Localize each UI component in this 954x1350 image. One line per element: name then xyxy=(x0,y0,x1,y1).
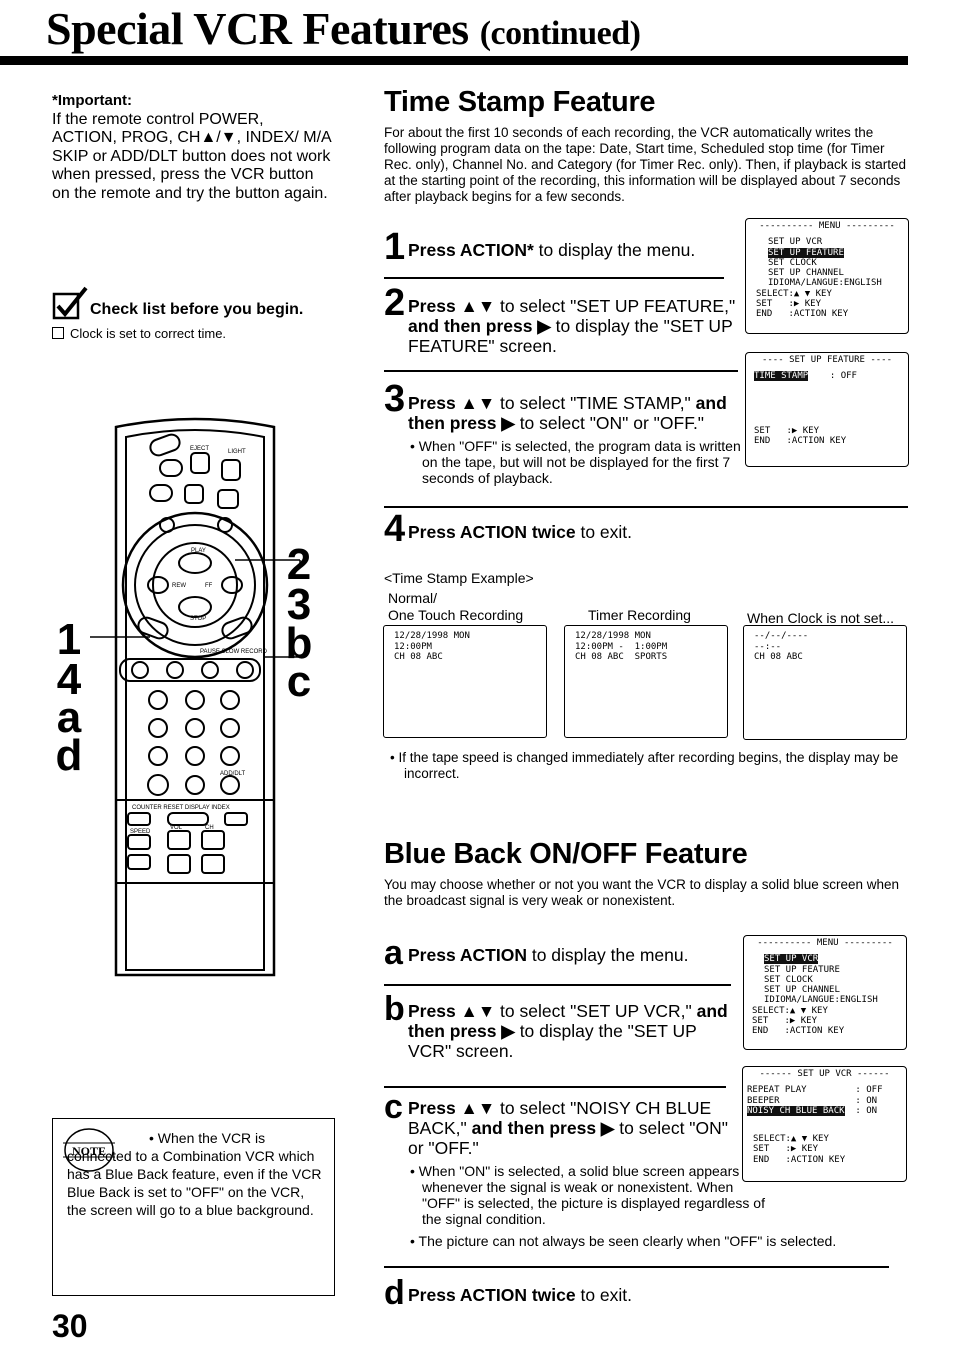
page-title-main: Special VCR Features xyxy=(46,3,469,54)
svg-text:STOP: STOP xyxy=(190,616,206,622)
time-stamp-intro: For about the first 10 seconds of each r… xyxy=(384,125,906,204)
svg-text:SPEED: SPEED xyxy=(130,829,151,835)
ts-example-label-one-touch: One Touch Recording xyxy=(388,607,524,623)
ts-menu-selected-item: SET UP FEATURE xyxy=(768,247,844,258)
ts-example-label-normal: Normal/ xyxy=(388,590,438,606)
page-title: Special VCR Features (continued) xyxy=(46,3,641,59)
callout-step-3: 3 xyxy=(286,580,312,629)
bb-step-b-text: Press ▲▼ to select "SET UP VCR," and the… xyxy=(408,1001,728,1061)
bb-step-c-bullet: • When "ON" is selected, a solid blue sc… xyxy=(410,1163,765,1227)
checkbox-icon xyxy=(52,327,64,339)
svg-text:CH: CH xyxy=(205,825,214,831)
bb-step-divider xyxy=(384,1266,889,1268)
checkmark-icon xyxy=(52,286,88,320)
blue-back-heading: Blue Back ON/OFF Feature xyxy=(384,838,748,870)
important-text: If the remote control POWER, ACTION, PRO… xyxy=(52,110,331,202)
callout-step-a: a xyxy=(56,693,82,742)
bb-menu-screen: ---------- MENU ---------SET UP VCR SET … xyxy=(743,935,907,1050)
note-text-content: When the VCR is connected to a Combinati… xyxy=(67,1130,322,1218)
ts-feature-screen: ---- SET UP FEATURE ----TIME STAMP : OFF… xyxy=(745,352,909,467)
svg-text:FF: FF xyxy=(205,583,213,589)
callout-step-d: d xyxy=(55,731,83,780)
svg-text:ADD/DLT: ADD/DLT xyxy=(220,771,246,777)
bb-step-c-number: c xyxy=(384,1088,403,1126)
page-number: 30 xyxy=(52,1308,88,1344)
ts-example-title: <Time Stamp Example> xyxy=(384,570,534,586)
ts-step-1-text: Press ACTION* to display the menu. xyxy=(408,240,696,260)
ts-step-1-number: 1 xyxy=(384,226,406,268)
svg-text:VOL: VOL xyxy=(170,825,183,831)
ts-step-3-text: Press ▲▼ to select "TIME STAMP," and the… xyxy=(408,393,727,433)
header-rule xyxy=(0,56,908,65)
checklist-item: Clock is set to correct time. xyxy=(70,326,227,341)
note-icon xyxy=(63,1128,115,1172)
svg-text:COUNTER RESET DISPLAY INDEX: COUNTER RESET DISPLAY INDEX xyxy=(132,805,230,811)
ts-example-screen-normal: 12/28/1998 MON 12:00PM CH 08 ABC xyxy=(383,625,547,738)
time-stamp-heading: Time Stamp Feature xyxy=(384,86,656,118)
callout-step-2: 2 xyxy=(286,540,312,589)
ts-example-label-no-clock: When Clock is not set... xyxy=(747,610,895,626)
svg-text:PLAY: PLAY xyxy=(191,548,206,554)
bb-menu-selected-item: SET UP VCR xyxy=(764,954,819,965)
bb-step-a-text: Press ACTION to display the menu. xyxy=(408,945,689,965)
ts-step-divider xyxy=(384,277,724,279)
svg-text:EJECT: EJECT xyxy=(190,446,209,452)
ts-step-4-text: Press ACTION twice to exit. xyxy=(408,522,633,542)
svg-text:REW: REW xyxy=(172,583,186,589)
ts-menu-screen: ---------- MENU ---------SET UP VCR SET … xyxy=(745,218,909,334)
callout-step-c: c xyxy=(286,657,312,706)
bb-step-c-text: Press ▲▼ to select "NOISY CH BLUE BACK,"… xyxy=(408,1098,728,1158)
note-badge: NOTE xyxy=(61,1127,117,1173)
callout-step-b: b xyxy=(285,619,313,668)
ts-tape-speed-bullet: • If the tape speed is changed immediate… xyxy=(390,750,899,781)
ts-example-screen-timer: 12/28/1998 MON 12:00PM - 1:00PM CH 08 AB… xyxy=(564,625,728,738)
ts-step-2-number: 2 xyxy=(384,282,406,324)
note-text: • When the VCR is connected to a Combina… xyxy=(67,1130,322,1218)
callout-step-1: 1 xyxy=(56,615,82,664)
important-label: *Important: xyxy=(52,92,132,109)
ts-example-screen-no-clock: --/--/---- --:-- CH 08 ABC xyxy=(743,625,907,740)
svg-text:PAUSE SLOW RECORD: PAUSE SLOW RECORD xyxy=(200,649,268,655)
ts-step-divider xyxy=(384,506,908,508)
checklist-title: Check list before you begin. xyxy=(90,301,304,318)
callout-step-4: 4 xyxy=(56,655,82,704)
ts-step-4-number: 4 xyxy=(384,508,406,550)
bb-vcr-screen: ------ SET UP VCR ------REPEAT PLAY : OF… xyxy=(742,1066,907,1182)
svg-text:LIGHT: LIGHT xyxy=(228,449,246,455)
remote-control-illustration: EJECT LIGHT PLAY REW FF STOP PAUSE SLOW RECO… xyxy=(90,417,301,977)
important-note: *Important: If the remote control POWER,… xyxy=(52,92,332,203)
bb-step-d-number: d xyxy=(384,1274,405,1312)
ts-feature-selected-item: TIME STAMP xyxy=(754,371,809,382)
ts-step-3-number: 3 xyxy=(384,378,406,420)
ts-step-3-bullet: • When "OFF" is selected, the program da… xyxy=(410,438,741,486)
page-title-continued: (continued) xyxy=(479,15,641,52)
bb-step-d-text: Press ACTION twice to exit. xyxy=(408,1285,633,1305)
bb-step-c-bullet-2: • The picture can not always be seen cle… xyxy=(410,1233,837,1249)
ts-example-label-timer: Timer Recording xyxy=(588,607,691,623)
bb-vcr-selected-item: NOISY CH BLUE BACK xyxy=(747,1105,845,1116)
ts-step-2-text: Press ▲▼ to select "SET UP FEATURE," and… xyxy=(408,296,736,356)
ts-step-divider xyxy=(384,370,738,372)
bb-step-divider xyxy=(384,1086,726,1088)
note-badge-text: NOTE xyxy=(71,1144,106,1158)
note-box: NOTE • When the VCR is connected to a Co… xyxy=(52,1118,335,1296)
blue-back-intro: You may choose whether or not you want t… xyxy=(384,877,900,908)
bb-step-b-number: b xyxy=(384,990,405,1028)
bb-step-divider xyxy=(384,984,731,986)
bb-step-a-number: a xyxy=(384,934,403,972)
